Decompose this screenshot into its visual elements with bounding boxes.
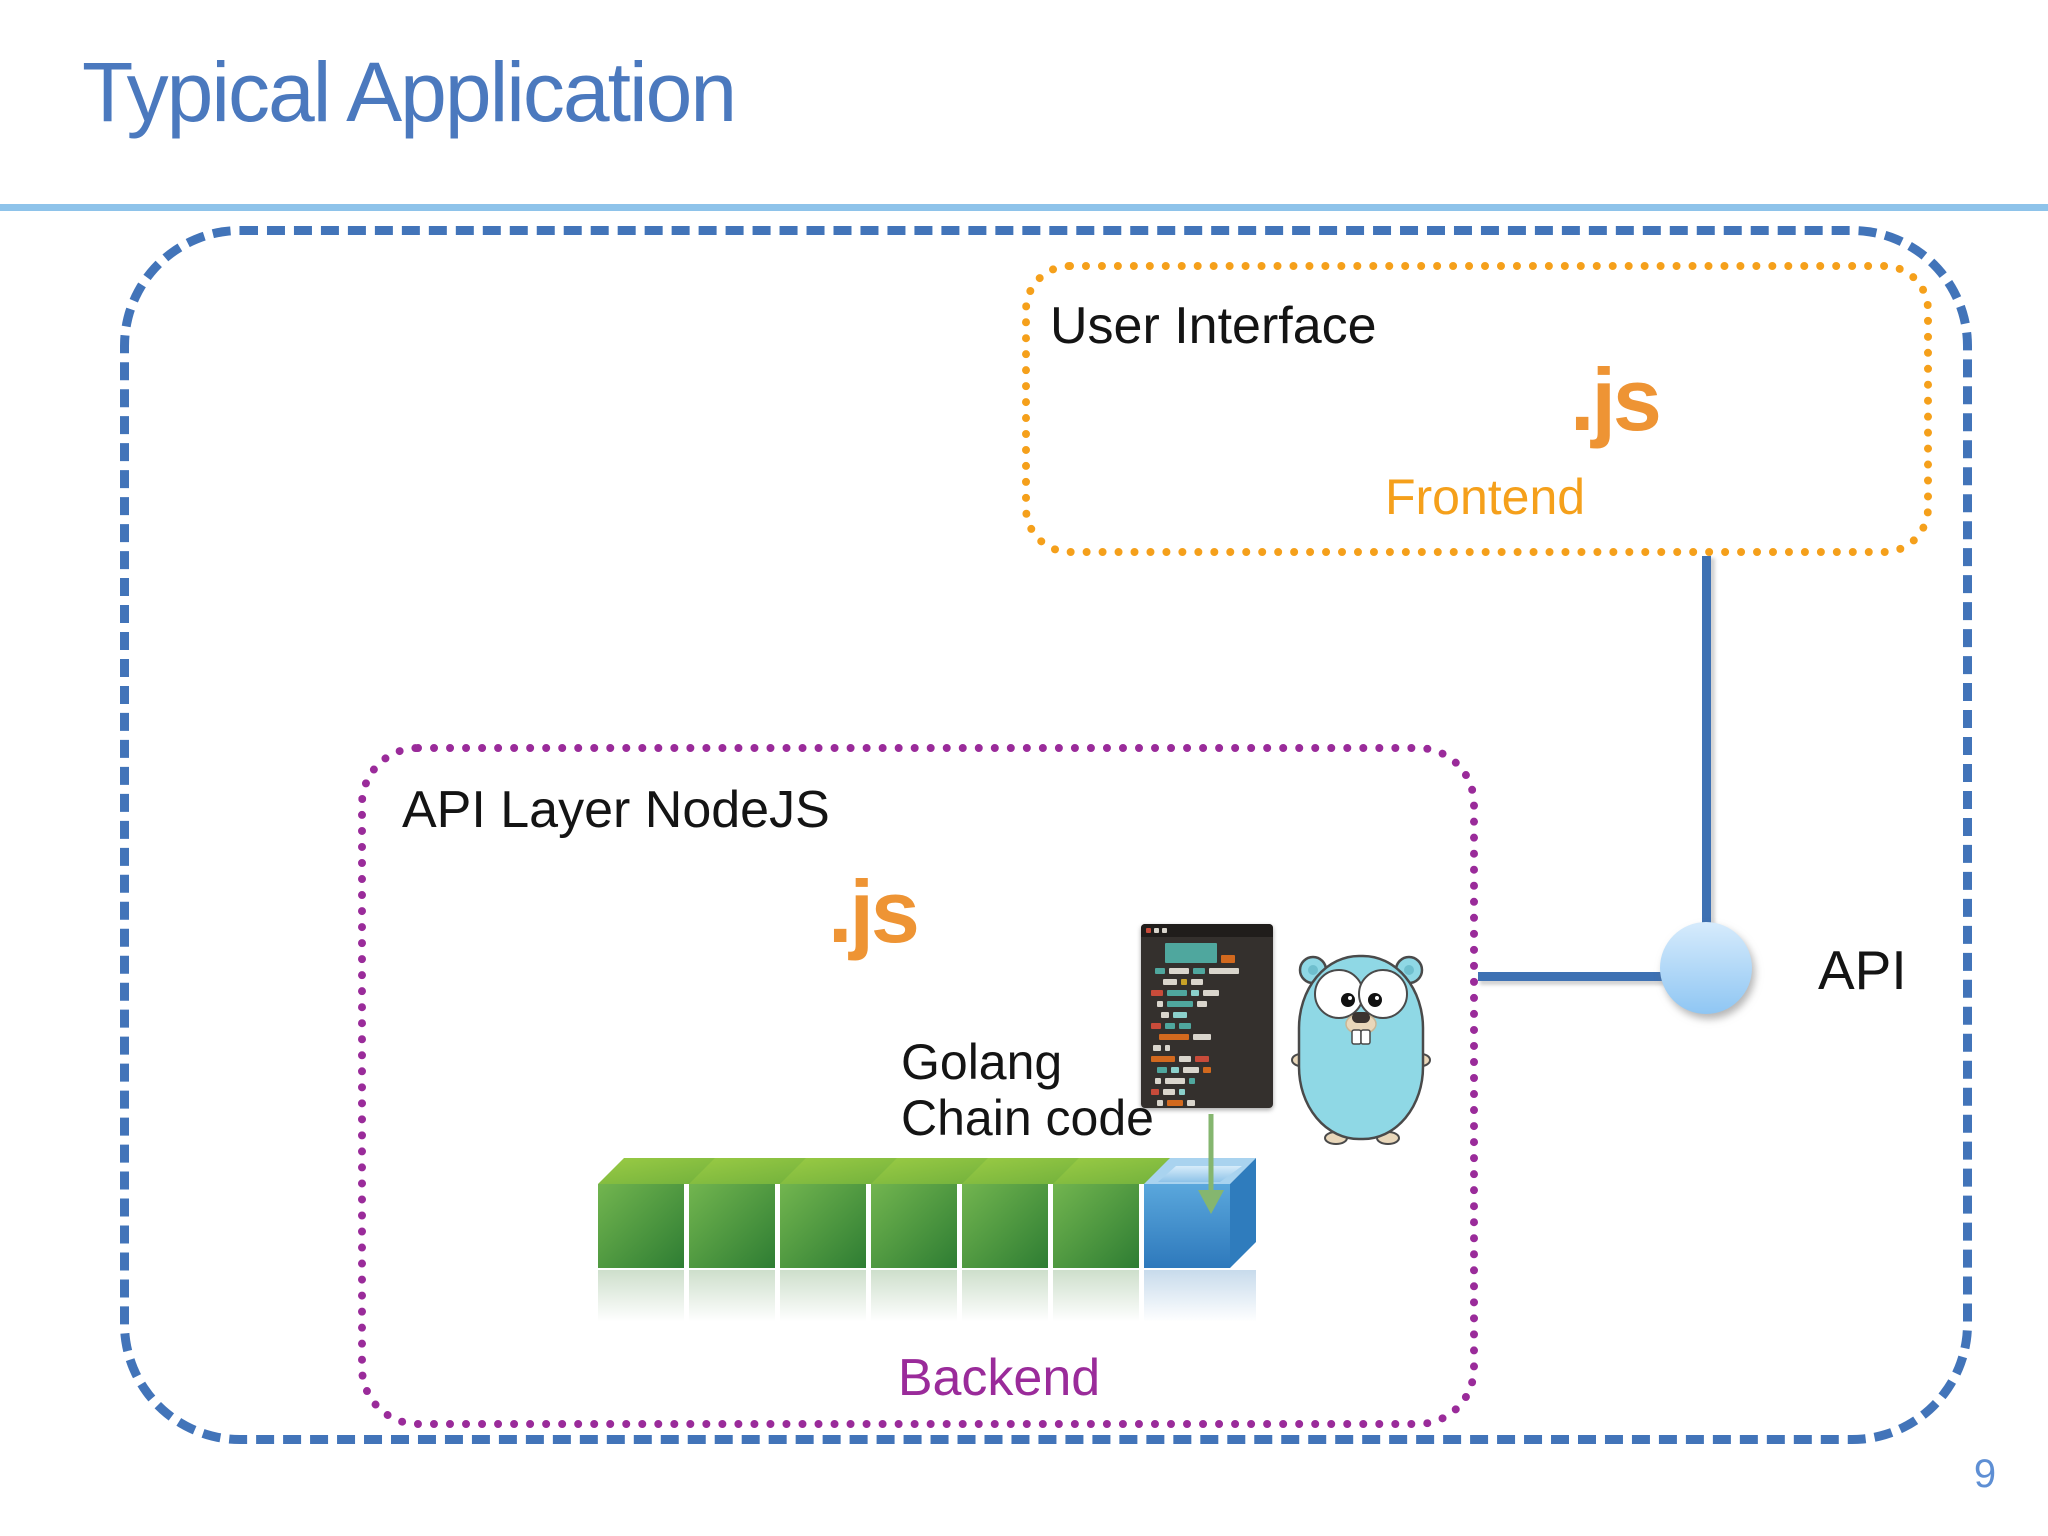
code-screenshot-rows (1141, 937, 1273, 1106)
frontend-api-connector (1702, 556, 1711, 924)
blue-open-cube (1144, 1158, 1256, 1268)
page-number: 9 (1973, 1452, 1997, 1496)
blockchain-cubes-image (598, 1114, 1256, 1322)
golang-caption-line2: Chain code (901, 1090, 1154, 1146)
frontend-caption: Frontend (1384, 469, 1586, 525)
api-layer-box: API Layer NodeJS .js Golang Chain code (358, 744, 1478, 1428)
code-screenshot-image (1141, 924, 1273, 1108)
cube-reflections (598, 1270, 1256, 1322)
api-node-circle (1660, 922, 1752, 1014)
user-interface-label: User Interface (1050, 297, 1377, 355)
golang-caption-line1: Golang (901, 1034, 1063, 1090)
window-control-dot (1162, 928, 1167, 933)
user-interface-box: User Interface .js Frontend (1022, 262, 1932, 556)
api-label: API (1818, 939, 1907, 1001)
window-control-dot (1146, 928, 1151, 933)
page-title: Typical Application (82, 45, 737, 139)
window-control-dot (1154, 928, 1159, 933)
api-layer-label: API Layer NodeJS (402, 781, 830, 839)
green-block-cubes (598, 1158, 1191, 1268)
golang-chaincode-caption: Golang Chain code (901, 1034, 1154, 1146)
code-titlebar (1141, 924, 1273, 937)
title-divider (0, 204, 2048, 211)
nodejs-logo: .js (828, 862, 920, 961)
application-boundary-box (120, 226, 1972, 1444)
golang-gopher-mascot (1291, 954, 1431, 1145)
backend-caption: Backend (897, 1349, 1101, 1407)
backend-api-connector (1478, 972, 1666, 981)
nodejs-logo: .js (1570, 350, 1662, 449)
deploy-arrow (1198, 1114, 1224, 1214)
